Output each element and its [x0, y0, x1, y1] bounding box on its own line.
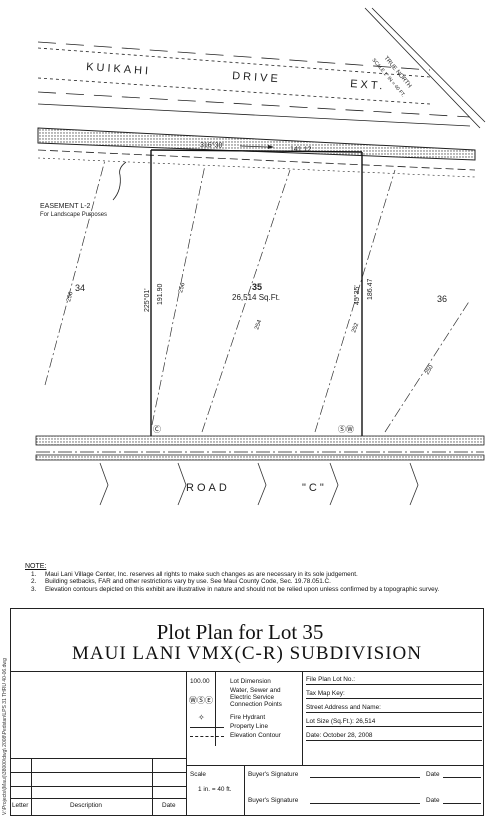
buyer-signature-field-1[interactable] [310, 777, 420, 778]
signature-date-label-2: Date [426, 797, 440, 804]
lot-35-label: 35 [252, 282, 262, 292]
revision-row-line [10, 758, 186, 759]
street-name-word-2: DRIVE [232, 70, 281, 85]
note-number: 2. [31, 578, 37, 586]
revision-row-line [10, 772, 186, 773]
note-item: 3. Elevation contours depicted on this e… [25, 586, 480, 594]
date-label: Date: October 28, 2008 [306, 732, 373, 739]
divider-scale-sign [244, 765, 245, 816]
plot-plan-title: Plot Plan for Lot 35 [156, 620, 324, 644]
site-plan-drawing: KUIKAHI DRIVE EXT. ROAD "C" TRUE NORTH S… [35, 7, 486, 506]
legend-contour-sample [190, 736, 224, 737]
contour-label-a: 256 [66, 291, 75, 303]
legend-contour-label: Elevation Contour [230, 732, 281, 739]
top-distance: 141.12 [290, 146, 312, 153]
signature-date-field-2[interactable] [443, 803, 481, 804]
title-block-frame [10, 608, 484, 816]
note-number: 3. [31, 585, 37, 593]
top-easement-strip [37, 127, 476, 178]
left-line-bearing: 225°01' [143, 288, 151, 312]
note-text: Maui Lani Village Center, Inc. reserves … [45, 570, 358, 578]
right-line-bearing: 45°35' [353, 285, 361, 305]
contour-label-d: 252 [351, 322, 360, 334]
note-text: Building setbacks, FAR and other restric… [45, 578, 331, 586]
revision-letter-header: Letter [12, 802, 29, 809]
legend-hydrant-label: Fire Hydrant [230, 714, 266, 721]
north-arrow-lines [364, 7, 486, 129]
revision-row-line [10, 798, 186, 799]
contour-label-e: 250 [425, 364, 436, 376]
easement-leader-line [112, 161, 127, 201]
signature-date-label-1: Date [426, 771, 440, 778]
buyer-signature-field-2[interactable] [310, 803, 420, 804]
kuikahi-drive-lines [37, 41, 471, 127]
notes-section: NOTE: 1. Maui Lani Village Center, Inc. … [25, 563, 480, 593]
road-name-word-1: ROAD [186, 482, 230, 494]
revision-row-line [10, 786, 186, 787]
hydrant-icon: ✧ [198, 713, 205, 722]
note-item: 1. Maui Lani Village Center, Inc. reserv… [25, 571, 480, 579]
contour-label-b: 256 [178, 282, 187, 294]
easement-title: EASEMENT L-2 [40, 203, 91, 210]
scale-label: Scale [190, 771, 206, 778]
legend-service-symbol: ⓌⓈⒺ [189, 696, 213, 705]
revision-col-line [152, 758, 153, 816]
legend-dimension-label: Lot Dimension [230, 678, 271, 685]
drawing-file-path: V:\Projects\(Maui)\38000\dwg\ 2008\Pedst… [2, 658, 8, 815]
lot-35-boundary [150, 149, 363, 437]
road-c-strip [35, 435, 485, 461]
note-text: Elevation contours depicted on this exhi… [45, 585, 440, 593]
title-divider [10, 671, 484, 672]
notes-header: NOTE: [25, 563, 47, 570]
tax-map-key-line[interactable] [306, 698, 482, 699]
road-chevrons [99, 462, 419, 506]
street-address-label: Street Address and Name: [306, 704, 381, 711]
subdivision-title: MAUI LANI VMX(C-R) SUBDIVISION [71, 643, 422, 664]
divider-legend-info [302, 671, 303, 765]
scale-value: 1 in. = 40 ft. [198, 786, 232, 793]
electric-service-marker: Ⓒ [153, 425, 161, 434]
lot-36-label: 36 [437, 294, 447, 304]
file-plan-lot-line[interactable] [306, 684, 482, 685]
legend-column-line [215, 671, 216, 746]
road-name-word-2: "C" [302, 482, 327, 494]
bearing-arrow [239, 145, 269, 148]
legend-property-label: Property Line [230, 723, 269, 730]
buyer-signature-label-1: Buyer's Signature [248, 771, 299, 778]
revision-description-header: Description [70, 802, 102, 809]
revision-col-line [31, 758, 32, 816]
left-line-distance: 191.90 [157, 283, 164, 305]
signature-date-field-1[interactable] [443, 777, 481, 778]
contour-label-c: 254 [254, 319, 263, 331]
legend-service-label: Water, Sewer and Electric Service Connec… [230, 687, 282, 708]
sewer-water-service-marker: ⓈⓌ [338, 425, 354, 434]
date-line [306, 740, 482, 741]
file-plan-lot-label: File Plan Lot No.: [306, 676, 356, 683]
legend-dimension-sample: 100.00 [190, 678, 210, 685]
street-address-line[interactable] [306, 712, 482, 713]
divider-bottom [186, 765, 484, 766]
note-number: 1. [31, 570, 37, 578]
lot-34-label: 34 [75, 283, 85, 293]
elevation-contours [44, 159, 471, 433]
tax-map-key-label: Tax Map Key: [306, 690, 345, 697]
lot-size-line [306, 726, 482, 727]
revision-date-header: Date [162, 802, 176, 809]
divider-left [186, 671, 187, 816]
lot-35-area: 26,514 Sq.Ft. [232, 293, 280, 302]
legend-property-line-sample [190, 727, 224, 728]
right-line-distance: 186.47 [367, 278, 374, 300]
lot-size-label: Lot Size (Sq.Ft.): 26,514 [306, 718, 376, 725]
buyer-signature-label-2: Buyer's Signature [248, 797, 299, 804]
street-name-word-3: EXT. [350, 78, 386, 92]
easement-subtitle: For Landscape Purposes [40, 212, 107, 218]
street-name-word-1: KUIKAHI [86, 61, 152, 78]
note-item: 2. Building setbacks, FAR and other rest… [25, 578, 480, 586]
top-bearing: 316°30' [200, 141, 224, 149]
